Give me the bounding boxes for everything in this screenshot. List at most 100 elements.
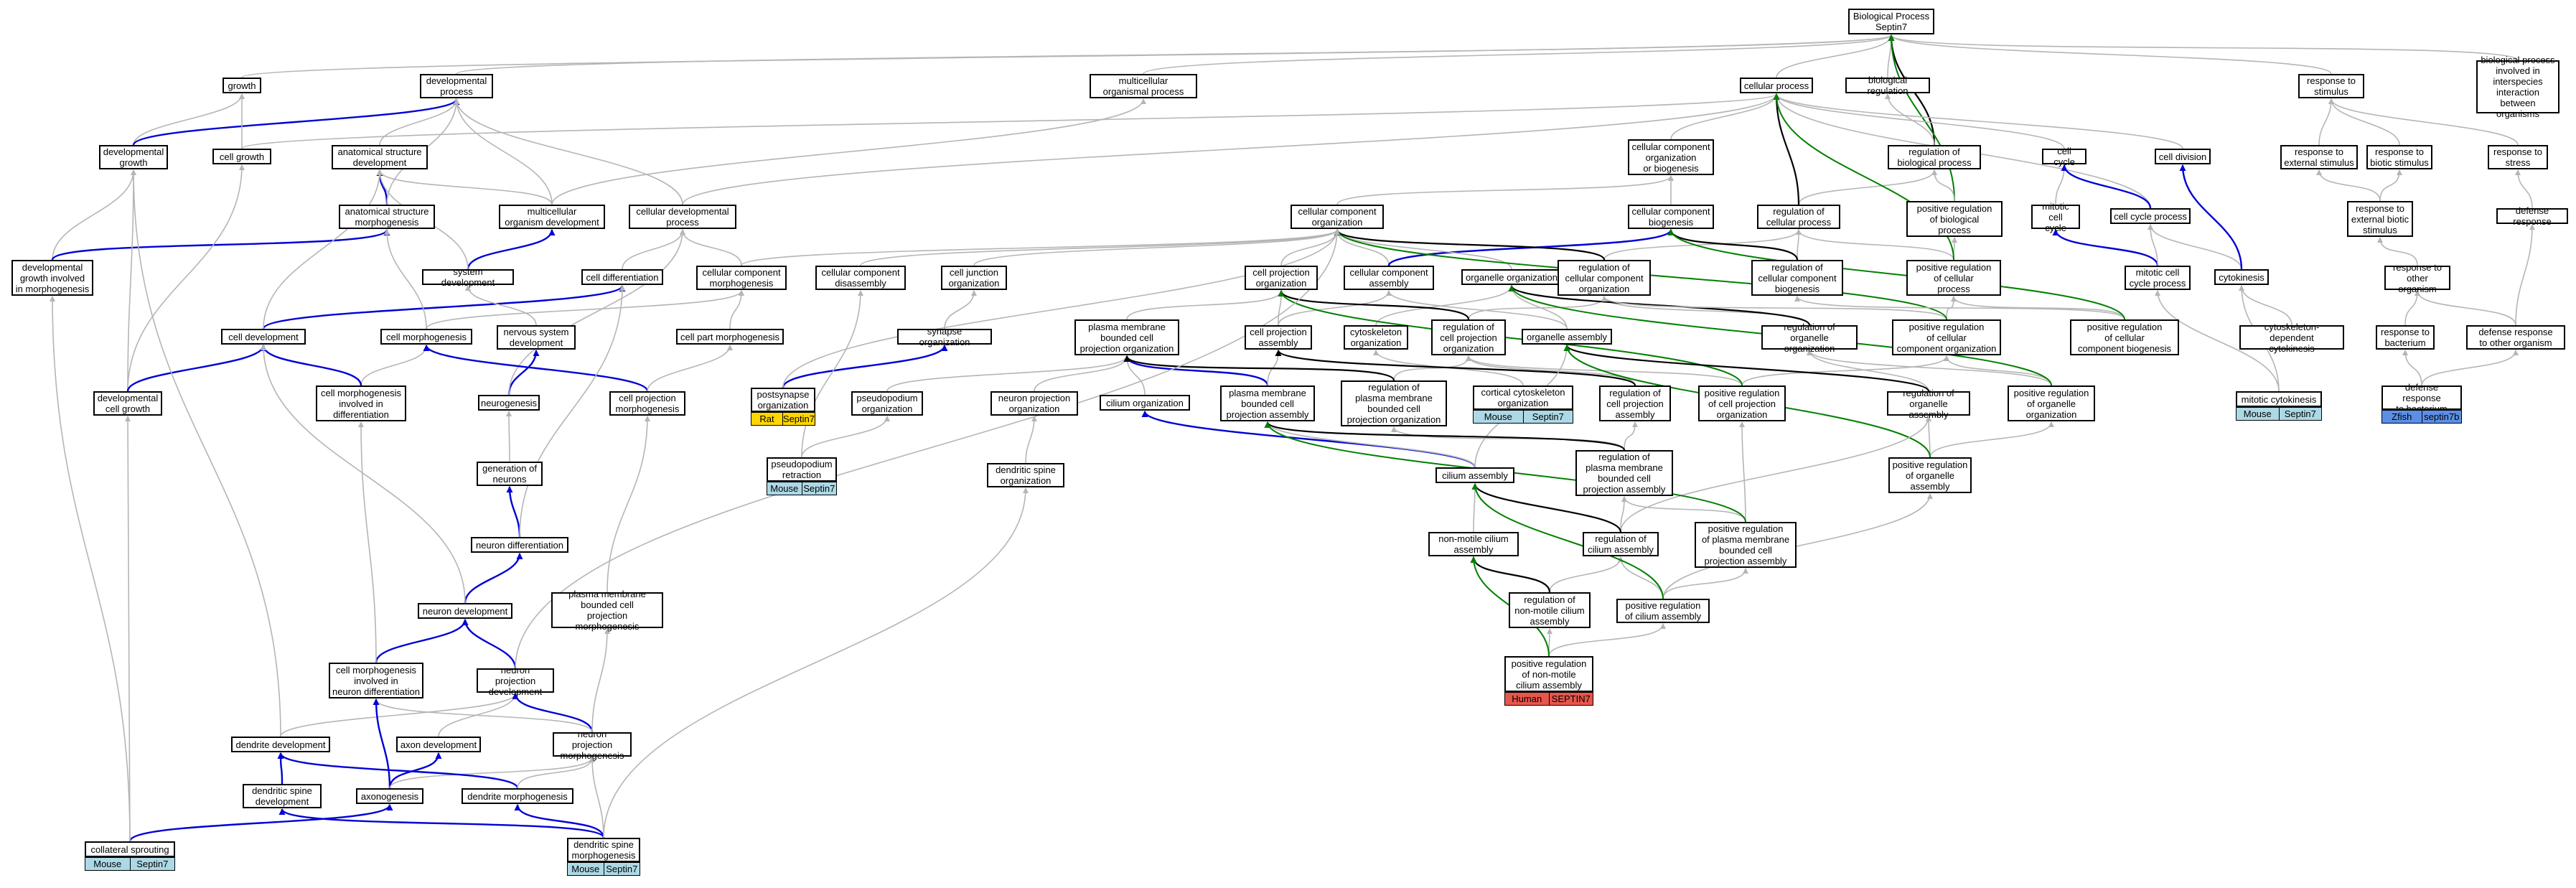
node-defense-response[interactable]: defense response xyxy=(2496,205,2568,227)
node-mitotic-cell-cycle-process[interactable]: mitotic cell cycle process xyxy=(2125,266,2191,290)
node-developmental-process[interactable]: developmental process xyxy=(420,74,493,98)
node-positive-regulation-of-cc-biogenesis[interactable]: positive regulation of cellular componen… xyxy=(2070,319,2179,355)
node-regulation-of-cellular-process[interactable]: regulation of cellular process xyxy=(1757,205,1840,229)
node-dendritic-spine-morphogenesis[interactable]: dendritic spine morphogenesis xyxy=(567,838,640,862)
node-cytokinesis[interactable]: cytokinesis xyxy=(2214,269,2269,285)
node-neuron-differentiation[interactable]: neuron differentiation xyxy=(471,537,568,553)
node-cell-morphogenesis[interactable]: cell morphogenesis xyxy=(380,329,472,345)
node-mitotic-cell-cycle[interactable]: mitotic cell cycle xyxy=(2031,201,2080,233)
node-axonogenesis[interactable]: axonogenesis xyxy=(356,788,423,804)
node-pm-bounded-cell-projection-assembly[interactable]: plasma membrane bounded cell projection … xyxy=(1220,385,1315,421)
node-cellular-component-morphogenesis[interactable]: cellular component morphogenesis xyxy=(696,266,787,290)
node-regulation-of-cc-biogenesis[interactable]: regulation of cellular component biogene… xyxy=(1751,260,1843,296)
node-response-to-bacterium[interactable]: response to bacterium xyxy=(2376,325,2435,350)
node-response-to-stimulus[interactable]: response to stimulus xyxy=(2298,74,2364,98)
node-cell-development[interactable]: cell development xyxy=(221,329,306,345)
node-cell-morphogenesis-in-differentiation[interactable]: cell morphogenesis involved in different… xyxy=(316,385,406,421)
node-dendrite-development[interactable]: dendrite development xyxy=(231,737,330,752)
node-neuron-projection-organization[interactable]: neuron projection organization xyxy=(990,391,1078,416)
node-regulation-of-cell-projection-assembly[interactable]: regulation of cell projection assembly xyxy=(1599,385,1671,421)
node-regulation-of-cilium-assembly[interactable]: regulation of cilium assembly xyxy=(1583,532,1659,556)
node-positive-regulation-of-pm-bounded-cell-projection-assembly[interactable]: positive regulation of plasma membrane b… xyxy=(1695,522,1797,568)
node-cytoskeleton-dependent-cytokinesis[interactable]: cytoskeleton-dependent cytokinesis xyxy=(2239,322,2344,354)
node-regulation-of-biological-process[interactable]: regulation of biological process xyxy=(1888,145,1981,169)
node-non-motile-cilium-assembly[interactable]: non-motile cilium assembly xyxy=(1428,532,1519,556)
node-multicellular-organism-development[interactable]: multicellular organism development xyxy=(499,205,605,229)
node-regulation-of-organelle-organization[interactable]: regulation of organelle organization xyxy=(1761,322,1858,354)
node-defense-response-to-other-organism[interactable]: defense response to other organism xyxy=(2466,325,2565,350)
node-response-to-ext-biotic-stimulus[interactable]: response to external biotic stimulus xyxy=(2347,201,2413,237)
node-postsynapse-organization[interactable]: postsynapse organization xyxy=(751,388,815,412)
node-developmental-growth[interactable]: developmental growth xyxy=(99,145,168,169)
node-cellular-component-organization[interactable]: cellular component organization xyxy=(1291,205,1384,229)
node-positive-regulation-of-cellular-process[interactable]: positive regulation of cellular process xyxy=(1906,260,2001,296)
node-defense-response-to-bacterium[interactable]: defense response to bacterium xyxy=(2381,382,2462,414)
node-response-to-external-stimulus[interactable]: response to external stimulus xyxy=(2280,145,2358,169)
node-interspecies-interaction[interactable]: biological process involved in interspec… xyxy=(2476,55,2559,119)
node-axon-development[interactable]: axon development xyxy=(396,737,481,752)
node-generation-of-neurons[interactable]: generation of neurons xyxy=(477,462,543,486)
node-dendritic-spine-development[interactable]: dendritic spine development xyxy=(243,784,322,808)
node-regulation-of-pm-bounded-cell-projection-org[interactable]: regulation of plasma membrane bounded ce… xyxy=(1341,380,1447,426)
node-organelle-organization[interactable]: organelle organization xyxy=(1461,269,1562,285)
node-cilium-assembly[interactable]: cilium assembly xyxy=(1435,467,1514,483)
node-response-to-stress[interactable]: response to stress xyxy=(2488,145,2548,169)
node-cell-growth[interactable]: cell growth xyxy=(212,149,271,164)
node-cell-part-morphogenesis[interactable]: cell part morphogenesis xyxy=(676,329,784,345)
node-cell-morphogenesis-in-neuron-differentiation[interactable]: cell morphogenesis involved in neuron di… xyxy=(329,663,423,698)
node-regulation-of-organelle-assembly[interactable]: regulation of organelle assembly xyxy=(1887,388,1970,420)
node-synapse-organization[interactable]: synapse organization xyxy=(897,326,992,347)
node-pseudopodium-retraction[interactable]: pseudopodium retraction xyxy=(767,457,837,482)
node-regulation-of-pm-bounded-cell-projection-assembly[interactable]: regulation of plasma membrane bounded ce… xyxy=(1575,450,1673,496)
node-collateral-sprouting[interactable]: collateral sprouting xyxy=(85,841,175,857)
node-cellular-component-biogenesis[interactable]: cellular component biogenesis xyxy=(1628,205,1714,229)
node-response-to-biotic-stimulus[interactable]: response to biotic stimulus xyxy=(2366,145,2432,169)
node-positive-regulation-of-biological-process[interactable]: positive regulation of biological proces… xyxy=(1906,201,2003,237)
node-cell-cycle[interactable]: cell cycle xyxy=(2042,146,2086,167)
node-nervous-system-development[interactable]: nervous system development xyxy=(497,325,576,350)
node-cell-division[interactable]: cell division xyxy=(2155,149,2211,164)
node-cilium-organization[interactable]: cilium organization xyxy=(1100,395,1190,411)
node-cellular-process[interactable]: cellular process xyxy=(1740,78,1813,93)
node-mitotic-cytokinesis[interactable]: mitotic cytokinesis xyxy=(2236,391,2322,407)
node-neuron-development[interactable]: neuron development xyxy=(418,603,512,619)
node-cytoskeleton-organization[interactable]: cytoskeleton organization xyxy=(1344,325,1408,350)
node-neuron-projection-development[interactable]: neuron projection development xyxy=(477,665,554,697)
node-cellular-component-assembly[interactable]: cellular component assembly xyxy=(1344,266,1434,290)
node-anatomical-structure-morphogenesis[interactable]: anatomical structure morphogenesis xyxy=(339,205,435,229)
node-regulation-of-cell-projection-organization[interactable]: regulation of cell projection organizati… xyxy=(1431,319,1506,355)
node-organelle-assembly[interactable]: organelle assembly xyxy=(1522,329,1612,345)
node-biological-process[interactable]: Biological Process Septin7 xyxy=(1848,9,1934,34)
node-cell-projection-morphogenesis[interactable]: cell projection morphogenesis xyxy=(609,391,685,416)
node-response-to-other-organism[interactable]: response to other organism xyxy=(2384,262,2450,294)
node-cortical-cytoskeleton-organization[interactable]: cortical cytoskeleton organization xyxy=(1473,385,1573,410)
node-anatomical-structure-development[interactable]: anatomical structure development xyxy=(332,145,428,169)
node-regulation-of-non-motile-cilium-assembly[interactable]: regulation of non-motile cilium assembly xyxy=(1509,592,1591,628)
node-neurogenesis[interactable]: neurogenesis xyxy=(478,395,540,411)
node-cell-projection-assembly[interactable]: cell projection assembly xyxy=(1245,325,1312,350)
node-positive-regulation-of-organelle-organization[interactable]: positive regulation of organelle organiz… xyxy=(2008,385,2095,421)
node-cell-cycle-process[interactable]: cell cycle process xyxy=(2110,208,2191,224)
node-dendritic-spine-organization[interactable]: dendritic spine organization xyxy=(987,463,1064,487)
node-growth[interactable]: growth xyxy=(223,78,261,93)
node-regulation-of-cc-organization[interactable]: regulation of cellular component organiz… xyxy=(1558,260,1651,296)
node-cellular-component-org-or-biogenesis[interactable]: cellular component organization or bioge… xyxy=(1628,139,1714,175)
node-cellular-developmental-process[interactable]: cellular developmental process xyxy=(629,205,736,229)
node-positive-regulation-of-non-motile-cilium-assembly[interactable]: positive regulation of non-motile cilium… xyxy=(1504,656,1593,692)
node-positive-regulation-of-cell-projection-organization[interactable]: positive regulation of cell projection o… xyxy=(1698,385,1786,421)
node-positive-regulation-of-cilium-assembly[interactable]: positive regulation of cilium assembly xyxy=(1616,599,1710,623)
node-biological-regulation[interactable]: biological regulation xyxy=(1845,75,1930,96)
node-system-development[interactable]: system development xyxy=(422,266,514,288)
node-positive-regulation-of-cc-organization[interactable]: positive regulation of cellular componen… xyxy=(1892,319,2001,355)
node-dendrite-morphogenesis[interactable]: dendrite morphogenesis xyxy=(462,788,573,804)
node-cell-projection-organization[interactable]: cell projection organization xyxy=(1245,266,1318,290)
node-neuron-projection-morphogenesis[interactable]: neuron projection morphogenesis xyxy=(553,729,632,761)
node-developmental-cell-growth[interactable]: developmental cell growth xyxy=(93,391,162,416)
node-multicellular-organismal-process[interactable]: multicellular organismal process xyxy=(1090,74,1197,98)
node-pm-bounded-cell-projection-morphogenesis[interactable]: plasma membrane bounded cell projection … xyxy=(551,589,663,632)
node-dev-growth-morphogenesis[interactable]: developmental growth involved in morphog… xyxy=(11,260,93,296)
node-positive-regulation-of-organelle-assembly[interactable]: positive regulation of organelle assembl… xyxy=(1888,457,1972,493)
node-cell-junction-organization[interactable]: cell junction organization xyxy=(941,266,1007,290)
node-cellular-component-disassembly[interactable]: cellular component disassembly xyxy=(815,266,906,290)
node-pseudopodium-organization[interactable]: pseudopodium organization xyxy=(851,391,923,416)
